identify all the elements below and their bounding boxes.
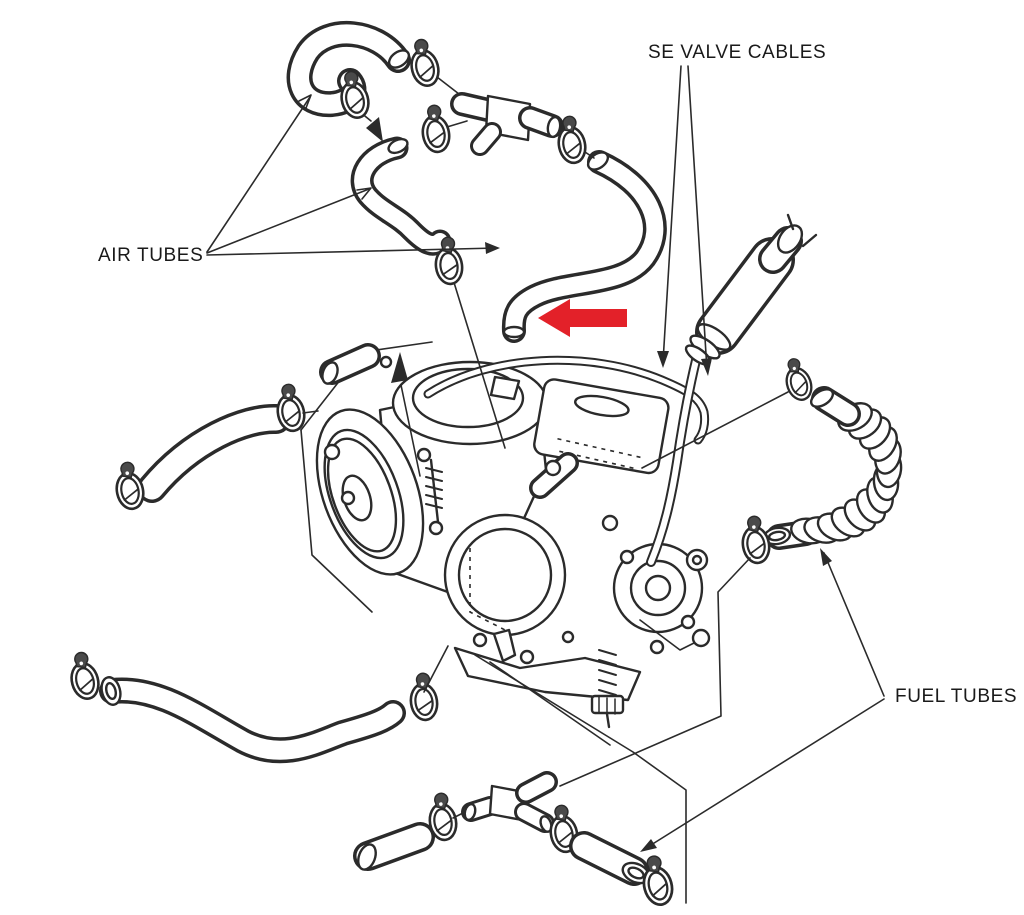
hose-clamp-icon (403, 35, 444, 91)
se-valve-cables-group (423, 213, 818, 567)
hose-clamp-icon (416, 102, 454, 156)
fuel-tubes-leader-line (823, 552, 885, 697)
fuel-tubes-label: FUEL TUBES (895, 686, 1018, 707)
highlight-arrow (538, 299, 627, 337)
fuel-routing-line (474, 654, 687, 904)
hose-clamp-icon (110, 458, 148, 513)
corrugated-fuel-tube (762, 386, 903, 550)
hose-clamp-icon (63, 648, 104, 704)
fuel-tubes-leader-line (642, 698, 885, 851)
fuel-t-fitting (461, 771, 558, 833)
carb-fuel-joint (685, 548, 709, 572)
carb-venturi-bore (443, 513, 567, 637)
hose-clamp-icon (405, 670, 441, 723)
routing-arrow-icon (391, 352, 408, 383)
se-cables-leader-line (662, 65, 682, 363)
carb-adjust-screw (425, 458, 444, 536)
hose-clamp-icon (777, 354, 817, 405)
left-hoses-group (63, 380, 449, 764)
se-cable-boot (684, 213, 818, 366)
carb-drain-screw (590, 649, 625, 729)
carb-float-chamber (533, 378, 670, 475)
air-tubes-leader-line (206, 188, 370, 254)
air-tubes-group (286, 20, 667, 477)
hose-clamp-icon (736, 513, 774, 567)
carb-air-inlet-nub (321, 361, 339, 385)
air-t-fitting (450, 92, 564, 156)
air-tubes-leader-line (206, 247, 498, 256)
carb-left-cover (315, 408, 425, 576)
air-tubes-label: AIR TUBES (98, 245, 204, 266)
highlight-arrow-shape (538, 299, 627, 337)
fuel-routing-line (559, 557, 751, 787)
se-cables-leader-line (687, 65, 708, 371)
fuel-tubes-group (353, 354, 903, 910)
air-tubes-leader-line (206, 96, 311, 253)
routing-arrow-icon (366, 117, 383, 142)
se-valve-cables-label: SE VALVE CABLES (648, 42, 827, 63)
callouts-group (206, 65, 885, 852)
carburetor-assembly (300, 341, 711, 729)
